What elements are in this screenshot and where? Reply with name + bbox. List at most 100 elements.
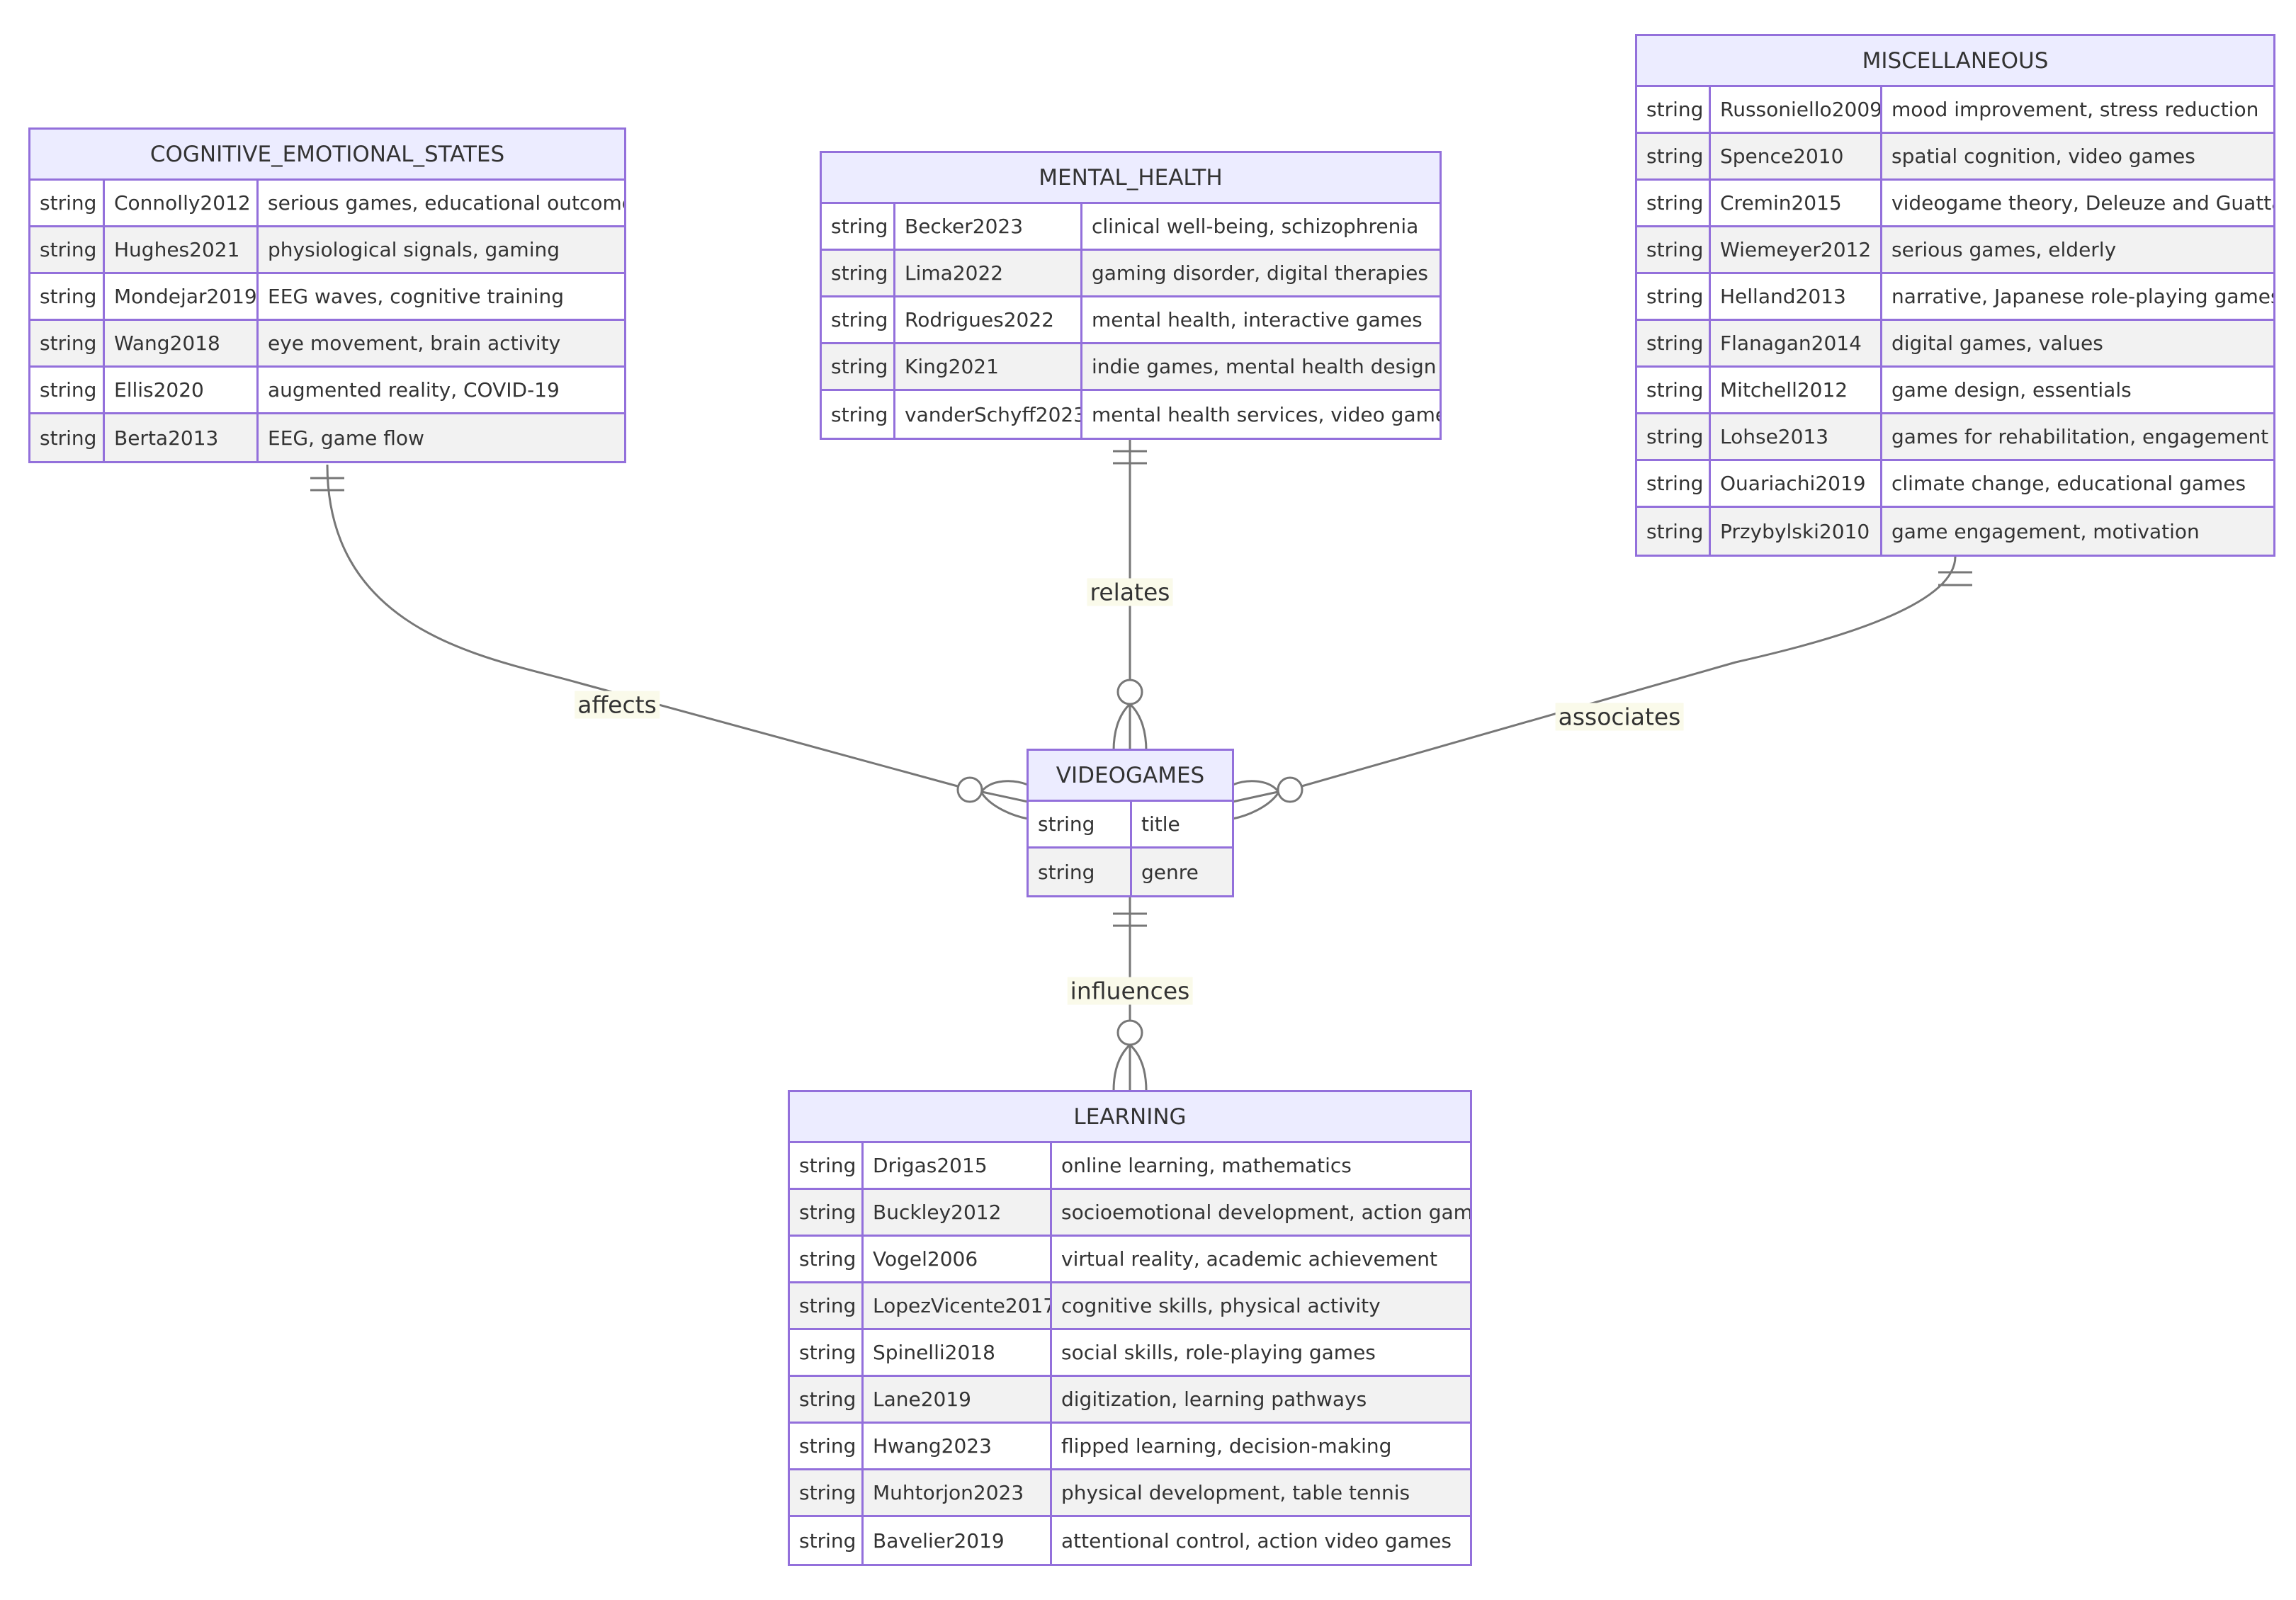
attribute-type: string: [1637, 461, 1711, 506]
attribute-type: string: [30, 414, 105, 461]
attribute-type: string: [790, 1424, 864, 1468]
marker-many-videogames-left-b: [980, 793, 1029, 820]
attribute-comment: online learning, mathematics: [1061, 1154, 1352, 1177]
marker-many-videogames-top-a: [1112, 703, 1131, 751]
attribute-comment: mental health, interactive games: [1092, 308, 1423, 331]
relationship-label-influences: influences: [1067, 977, 1193, 1005]
attribute-type: string: [1637, 368, 1711, 412]
entity-title: LEARNING: [790, 1092, 1470, 1143]
attribute-name: vanderSchyff2023: [895, 391, 1082, 438]
attribute-name: Berta2013: [105, 414, 259, 461]
attribute-name: Wang2018: [105, 321, 259, 365]
attribute-type: string: [790, 1470, 864, 1515]
attribute-name: Cremin2015: [1711, 181, 1882, 225]
attribute-type: string: [1637, 181, 1711, 225]
attribute-name: Drigas2015: [864, 1143, 1052, 1188]
marker-zero-videogames-top: [1116, 679, 1143, 705]
attribute-comment: social skills, role-playing games: [1061, 1341, 1376, 1364]
attribute-name: title: [1141, 812, 1180, 836]
attribute-comment: game engagement, motivation: [1891, 519, 2200, 543]
attribute-name: Mitchell2012: [1711, 368, 1882, 412]
attribute-name: Russoniello2009: [1711, 87, 1882, 132]
attribute-comment: digital games, values: [1891, 331, 2103, 355]
attribute-type: string: [790, 1330, 864, 1375]
marker-many-videogames-left-c: [981, 790, 1029, 803]
edge-affects: [326, 464, 971, 791]
attribute-comment: videogame theory, Deleuze and Guattari: [1891, 191, 2273, 215]
attribute-comment: indie games, mental health design: [1092, 355, 1437, 378]
attribute-name: LopezVicente2017: [864, 1283, 1052, 1328]
attribute-comment: clinical well-being, schizophrenia: [1092, 215, 1419, 238]
attribute-comment: spatial cognition, video games: [1891, 144, 2195, 168]
relationship-label-relates: relates: [1087, 578, 1173, 606]
attribute-name: Mondejar2019: [105, 274, 259, 319]
marker-many-videogames-left-a: [980, 780, 1029, 793]
attribute-comment: physical development, table tennis: [1061, 1481, 1410, 1504]
attribute-comment: eye movement, brain activity: [268, 331, 561, 355]
attribute-name: Vogel2006: [864, 1237, 1052, 1281]
entity-title: MENTAL_HEALTH: [822, 153, 1440, 204]
attribute-type: string: [790, 1143, 864, 1188]
attribute-comment: cognitive skills, physical activity: [1061, 1294, 1381, 1317]
attribute-name: Spence2010: [1711, 134, 1882, 178]
attribute-type: string: [790, 1283, 864, 1328]
attribute-type: string: [790, 1237, 864, 1281]
marker-zero-videogames-right: [1277, 776, 1303, 803]
attribute-name: Rodrigues2022: [895, 297, 1082, 342]
attribute-row: string title: [1029, 802, 1232, 849]
attribute-comment: games for rehabilitation, engagement: [1891, 425, 2269, 448]
marker-many-learning-top-a: [1112, 1043, 1131, 1091]
attribute-comment: flipped learning, decision-making: [1061, 1434, 1392, 1458]
marker-many-videogames-top-b: [1129, 703, 1148, 751]
attribute-type: string: [790, 1190, 864, 1235]
attribute-type: string: [30, 321, 105, 365]
attribute-type: string: [30, 274, 105, 319]
attribute-type: string: [30, 227, 105, 272]
attribute-type: string: [822, 204, 895, 249]
attribute-type: string: [30, 368, 105, 412]
attribute-comment: virtual reality, academic achievement: [1061, 1247, 1438, 1271]
entity-title: VIDEOGAMES: [1029, 751, 1232, 802]
attribute-comment: narrative, Japanese role-playing games: [1891, 285, 2273, 308]
entity-rows: string title string genre: [1029, 802, 1232, 895]
attribute-name: Lohse2013: [1711, 414, 1882, 459]
attribute-name: Spinelli2018: [864, 1330, 1052, 1375]
attribute-comment: game design, essentials: [1891, 378, 2132, 402]
attribute-type: string: [822, 251, 895, 295]
relationship-label-affects: affects: [575, 691, 660, 719]
attribute-type: string: [822, 344, 895, 389]
attribute-comment: EEG waves, cognitive training: [268, 285, 564, 308]
attribute-type: string: [822, 297, 895, 342]
entity-title: MISCELLANEOUS: [1637, 36, 2273, 87]
attribute-name: Hughes2021: [105, 227, 259, 272]
attribute-name: Lane2019: [864, 1377, 1052, 1422]
attribute-type: string: [1637, 321, 1711, 365]
attribute-type: string: [1029, 802, 1132, 846]
attribute-name: Helland2013: [1711, 274, 1882, 319]
attribute-type: string: [1029, 849, 1132, 895]
attribute-comment: mental health services, video gamers: [1092, 402, 1440, 426]
attribute-name: genre: [1141, 860, 1199, 884]
